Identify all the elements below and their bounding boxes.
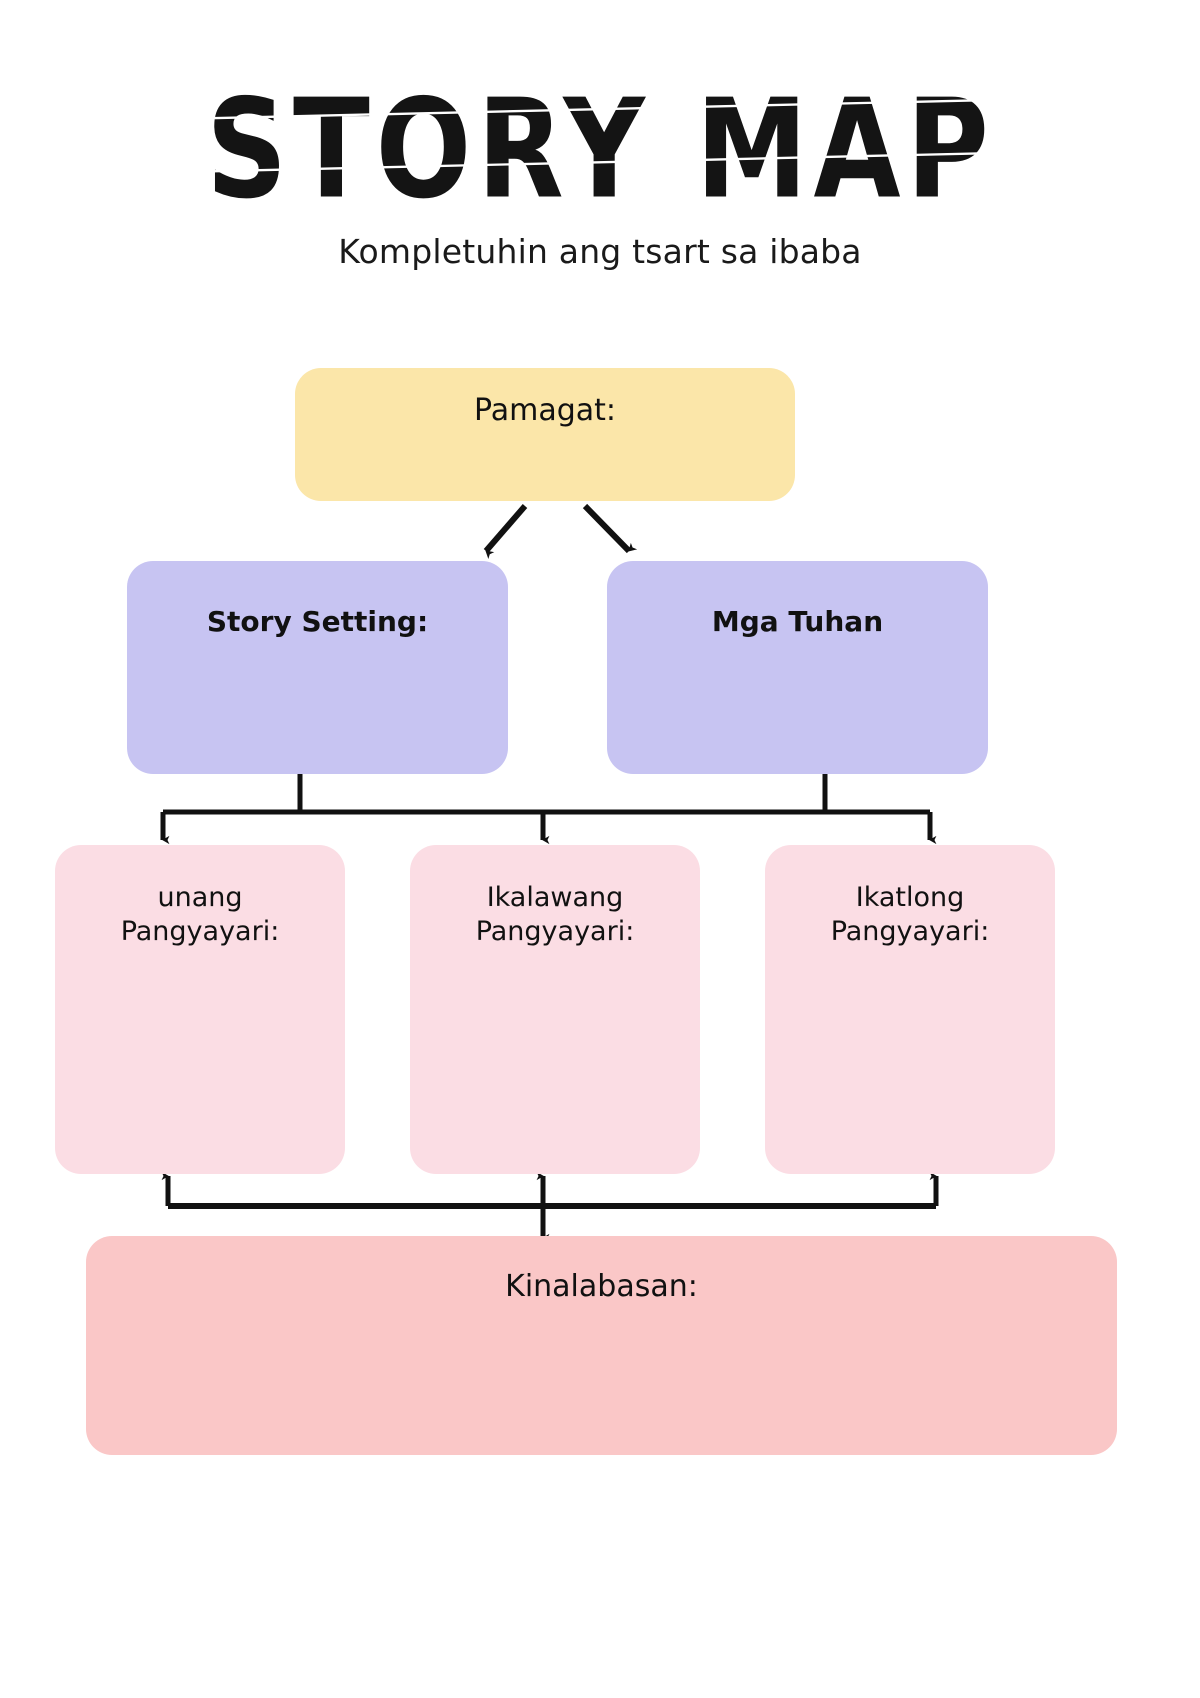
- node-story-setting-label: Story Setting:: [206, 605, 429, 638]
- arrow-pamagat-to-tuhan: [582, 503, 638, 554]
- node-event-1[interactable]: unang Pangyayari:: [55, 845, 345, 1174]
- node-mga-tuhan-label: Mga Tuhan: [711, 605, 884, 638]
- arrow-pamagat-to-setting: [483, 504, 528, 559]
- node-pamagat[interactable]: Pamagat:: [295, 368, 795, 501]
- node-kinalabasan-label: Kinalabasan:: [505, 1269, 698, 1304]
- node-kinalabasan[interactable]: Kinalabasan:: [86, 1236, 1117, 1455]
- node-event-3[interactable]: Ikatlong Pangyayari:: [765, 845, 1055, 1174]
- node-pamagat-label: Pamagat:: [473, 393, 617, 428]
- page-title: STORY MAP: [199, 81, 1001, 219]
- node-event-3-label: Ikatlong Pangyayari:: [830, 882, 990, 947]
- node-event-2-label: Ikalawang Pangyayari:: [475, 882, 635, 947]
- node-event-2[interactable]: Ikalawang Pangyayari:: [410, 845, 700, 1174]
- page-subtitle: Kompletuhin ang tsart sa ibaba: [338, 232, 862, 271]
- page-title-container: STORY MAP: [0, 81, 1200, 218]
- title-engrave-line: [199, 98, 1001, 120]
- node-event-1-label: unang Pangyayari:: [120, 882, 280, 947]
- node-mga-tuhan[interactable]: Mga Tuhan: [607, 561, 988, 774]
- node-story-setting[interactable]: Story Setting:: [127, 561, 508, 774]
- title-engrave-line: [199, 152, 1001, 174]
